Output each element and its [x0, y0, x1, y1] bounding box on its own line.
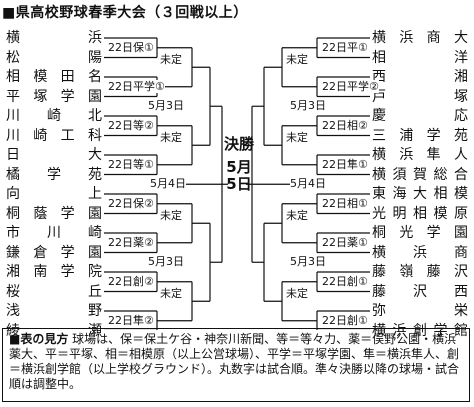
legend-text: 球場は、保＝保土ケ谷・神奈川新聞、等＝等々力、薬＝俣野公園・横浜薬大、平＝平塚、… [9, 332, 460, 391]
r1-match-label: 22日相① [322, 196, 368, 210]
left-team: 浅野 [6, 303, 102, 319]
left-team: 桜丘 [6, 283, 102, 300]
left-team: 松陽 [6, 49, 102, 66]
right-team: 光明相模原 [372, 205, 468, 222]
left-team: 日大 [6, 147, 102, 163]
right-team: 戸塚 [372, 88, 468, 105]
right-team: 東海大相模 [372, 186, 468, 202]
r1-match-label: 22日平学① [108, 79, 165, 93]
right-team: 桐光学園 [372, 225, 468, 241]
qf-date-label: 5月3日 [290, 255, 326, 269]
left-team: 桐蔭学園 [6, 205, 102, 222]
left-team: 橘学苑 [6, 166, 102, 183]
right-team: 横浜商 [372, 244, 468, 261]
pending-label: 未定 [286, 287, 308, 301]
left-team: 市川崎 [6, 225, 102, 241]
r1-match-label: 22日平① [322, 40, 368, 54]
left-team: 綾瀬 [6, 322, 102, 339]
qf-date-label: 5月3日 [148, 99, 184, 113]
right-team: 相洋 [372, 49, 468, 66]
pending-label: 未定 [160, 209, 182, 223]
legend-box: ■表の見方 球場は、保＝保土ケ谷・神奈川新聞、等＝等々力、薬＝俣野公園・横浜薬大… [2, 328, 470, 402]
r1-match-label: 22日薬① [322, 235, 368, 249]
r1-match-label: 22日創① [322, 313, 368, 327]
pending-label: 未定 [286, 209, 308, 223]
legend-heading: ■表の見方 [9, 332, 69, 346]
r1-match-label: 22日相② [322, 118, 368, 132]
left-team: 湘南学院 [6, 264, 102, 280]
r1-match-label: 22日等① [108, 157, 154, 171]
right-team: 弥栄 [372, 303, 468, 319]
right-team: 横浜商大 [372, 30, 468, 46]
left-team: 平塚学園 [6, 88, 102, 105]
final-date: 5月5日 [226, 158, 252, 194]
pending-label: 未定 [286, 131, 308, 145]
bracket-lines [104, 37, 370, 330]
r1-match-label: 22日保① [108, 40, 154, 54]
final-block: 決勝 5月5日 [224, 136, 254, 193]
left-team: 川崎工科 [6, 127, 102, 144]
left-team: 向上 [6, 186, 102, 202]
r1-match-label: 22日薬② [108, 235, 154, 249]
right-team: 横浜創学館 [372, 322, 468, 339]
qf-date-label: 5月3日 [148, 255, 184, 269]
right-team: 藤沢西 [372, 283, 468, 300]
pending-label: 未定 [160, 53, 182, 67]
right-team: 三浦学苑 [372, 127, 468, 144]
r1-match-label: 22日等② [108, 118, 154, 132]
left-team: 相模田名 [6, 69, 102, 85]
right-team: 横須賀総合 [372, 166, 468, 183]
qf-date-label: 5月3日 [290, 99, 326, 113]
left-team: 鎌倉学園 [6, 244, 102, 261]
final-label: 決勝 [224, 135, 255, 154]
left-team: 横浜 [6, 30, 102, 46]
left-team: 川崎北 [6, 108, 102, 124]
r1-match-label: 22日隼② [108, 313, 154, 327]
sf-date-label: 5月4日 [290, 177, 326, 191]
sf-date-label: 5月4日 [150, 177, 186, 191]
pending-label: 未定 [286, 53, 308, 67]
r1-match-label: 22日創① [322, 274, 368, 288]
r1-match-label: 22日平学② [322, 79, 379, 93]
right-team: 藤嶺藤沢 [372, 264, 468, 280]
pending-label: 未定 [160, 131, 182, 145]
page-title: ■県高校野球春季大会（３回戦以上） [2, 5, 248, 21]
right-team: 横浜隼人 [372, 147, 468, 163]
r1-match-label: 22日隼① [322, 157, 368, 171]
pending-label: 未定 [160, 287, 182, 301]
r1-match-label: 22日創② [108, 274, 154, 288]
r1-match-label: 22日保② [108, 196, 154, 210]
right-team: 慶応 [372, 108, 468, 124]
